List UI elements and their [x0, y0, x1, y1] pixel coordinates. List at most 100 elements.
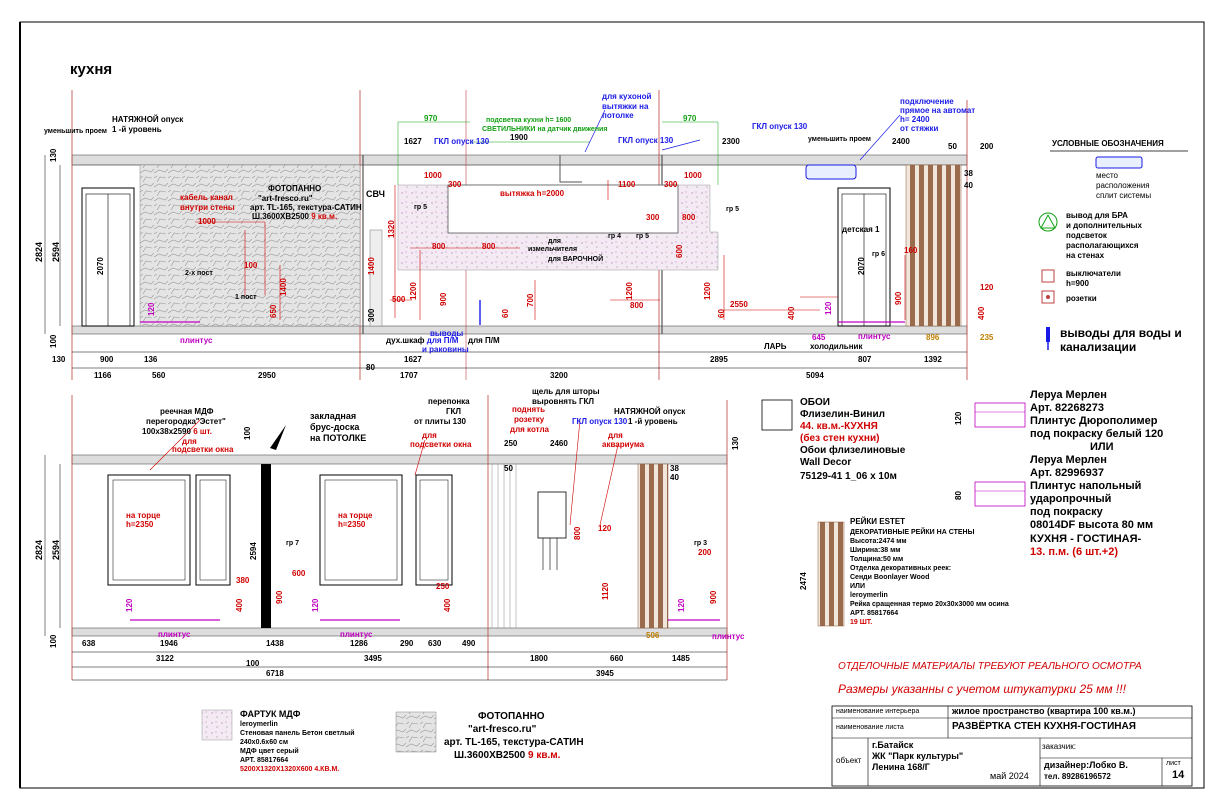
- foto-3: Ш.3600ХВ2500: [454, 750, 526, 761]
- oboi-wd: Wall Decor: [800, 457, 852, 468]
- foto-2: арт. TL-165, текстура-САТИН: [444, 737, 584, 748]
- artno-label: арт. TL-165, текстура-САТИН: [250, 203, 362, 212]
- foto-1: "art-fresco.ru": [468, 724, 537, 735]
- dim-100: 100: [49, 334, 58, 348]
- fotopanno-label: ФОТОПАННО: [268, 184, 322, 193]
- dim-2460: 2460: [550, 439, 568, 448]
- reech-label: реечная МДФ: [160, 407, 214, 416]
- natorce-1b: h=2350: [126, 520, 154, 529]
- svch-label: СВЧ: [366, 189, 385, 199]
- podkl-label-4: от стяжки: [900, 124, 939, 133]
- reiki-title: РЕЙКИ ESTET: [850, 517, 906, 526]
- foto-title: ФОТОПАННО: [478, 711, 545, 722]
- podkl-label-2: прямое на автомат: [900, 106, 976, 115]
- dim-1320: 1320: [387, 220, 396, 238]
- dim-1438: 1438: [266, 639, 284, 648]
- vyvody-label: выводы: [430, 329, 464, 338]
- reiki-4: Толщина:50 мм: [850, 556, 904, 563]
- tb-designer: дизайнер:Лобко В.: [1044, 760, 1128, 770]
- lm-ili: ИЛИ: [1090, 441, 1114, 453]
- dim-200-bottom: 200: [698, 548, 712, 557]
- dim-100-bottom: 100: [243, 426, 252, 440]
- dim-650: 650: [269, 304, 278, 318]
- dim-900b-bottom: 900: [709, 590, 718, 604]
- gkl-130a: ГКЛ опуск 130: [434, 137, 490, 146]
- dim-800c: 800: [682, 213, 696, 222]
- dim-100b: 100: [244, 261, 258, 270]
- tb-object: объект: [836, 756, 862, 765]
- tb-value-1: жилое пространство (квартира 100 кв.м.): [952, 706, 1136, 716]
- dim-638: 638: [82, 639, 96, 648]
- plintus-bottom-2: плинтус: [340, 630, 373, 639]
- otpl-label: от плиты 130: [414, 417, 466, 426]
- dim-2400: 2400: [892, 137, 910, 146]
- legend-bra-5: на стенах: [1066, 251, 1105, 260]
- lm-pl-2c: под покраску: [1030, 506, 1103, 518]
- dim-200: 200: [980, 142, 994, 151]
- lm-pm: 13. п.м. (6 шт.+2): [1030, 546, 1118, 558]
- rozetku-label: розетку: [514, 415, 545, 424]
- dim-1627b: 1627: [404, 355, 422, 364]
- podnyat-label: поднять: [512, 405, 546, 414]
- reiki-3: Ширина:38 мм: [850, 547, 901, 554]
- dim-490: 490: [462, 639, 476, 648]
- dim-235: 235: [980, 333, 994, 342]
- holod-label: холодильник: [810, 342, 863, 351]
- podsv-label: подсветки окна: [172, 445, 234, 454]
- dim-645: 645: [812, 333, 826, 342]
- lm-pl-2d: 08014DF высота 80 мм: [1030, 519, 1154, 531]
- tb-list-number: 14: [1172, 769, 1185, 781]
- door-height: 2070: [96, 257, 105, 275]
- gkl130-bottom: ГКЛ опуск 130: [572, 417, 628, 426]
- lm-pl-2b: ударопрочный: [1030, 493, 1112, 505]
- artfresco-label: "art-fresco.ru": [258, 194, 313, 203]
- gr5c: гр 5: [636, 233, 650, 240]
- dim-2550: 2550: [730, 300, 748, 309]
- page-title: кухня: [70, 61, 113, 78]
- dim-600: 600: [675, 244, 684, 258]
- tb-client: заказчик:: [1042, 742, 1076, 751]
- dim-130-bottom: 130: [731, 436, 740, 450]
- dim-1400: 1400: [279, 278, 288, 296]
- gr4: гр 4: [608, 233, 622, 240]
- reiki-10: АРТ. 85817664: [850, 610, 899, 617]
- dim-1000b: 1000: [424, 171, 442, 180]
- dim-896: 896: [926, 333, 940, 342]
- dim-900-bottom: 900: [275, 590, 284, 604]
- reiki-9: Рейка сращенная термо 20х30х3000 мм осин…: [850, 601, 1009, 608]
- duh-label-2: для П/М: [426, 336, 459, 345]
- oboi-title: ОБОИ: [800, 397, 830, 408]
- dim-700: 700: [526, 293, 535, 307]
- gr7: гр 7: [286, 540, 300, 547]
- dim-400b: 400: [977, 306, 986, 320]
- dim-300d: 300: [367, 308, 376, 322]
- dlyaPM-label: для П/М: [468, 336, 500, 345]
- dim-3945: 3945: [596, 669, 614, 678]
- dim-50: 50: [948, 142, 957, 151]
- size-label: Ш.3600ХВ2500: [252, 212, 309, 221]
- dim-560: 560: [152, 371, 166, 380]
- natyazh-label: НАТЯЖНОЙ опуск: [112, 115, 184, 124]
- peregorod-label: перегородка"Эстет": [146, 417, 226, 426]
- gr5b: гр 5: [726, 206, 740, 213]
- dim-900: 900: [439, 292, 448, 306]
- reiki-11: 19 ШТ.: [850, 619, 873, 626]
- dim-3495: 3495: [364, 654, 382, 663]
- dim-2594-partition: 2594: [249, 542, 258, 560]
- hood-label: для кухоной: [602, 92, 652, 101]
- reiki-6: Сенди Boonlayer Wood: [850, 574, 930, 581]
- izm-label: для: [548, 238, 561, 245]
- dim-2824-bottom: 2824: [34, 539, 44, 560]
- dim-120-bottom: 120: [125, 598, 134, 612]
- dim-300a: 300: [448, 180, 462, 189]
- svetilniki-label: СВЕТИЛЬНИКИ на датчик движения: [482, 126, 608, 133]
- dim-660: 660: [610, 654, 624, 663]
- dim-1485: 1485: [672, 654, 690, 663]
- dim-1400b: 1400: [367, 257, 376, 275]
- fartuk-4: МДФ цвет серый: [240, 748, 299, 755]
- dim-970b: 970: [683, 114, 697, 123]
- dim-2950: 2950: [258, 371, 276, 380]
- umensh-label: уменьшить проем: [44, 128, 107, 135]
- dim-506: 506: [646, 631, 660, 640]
